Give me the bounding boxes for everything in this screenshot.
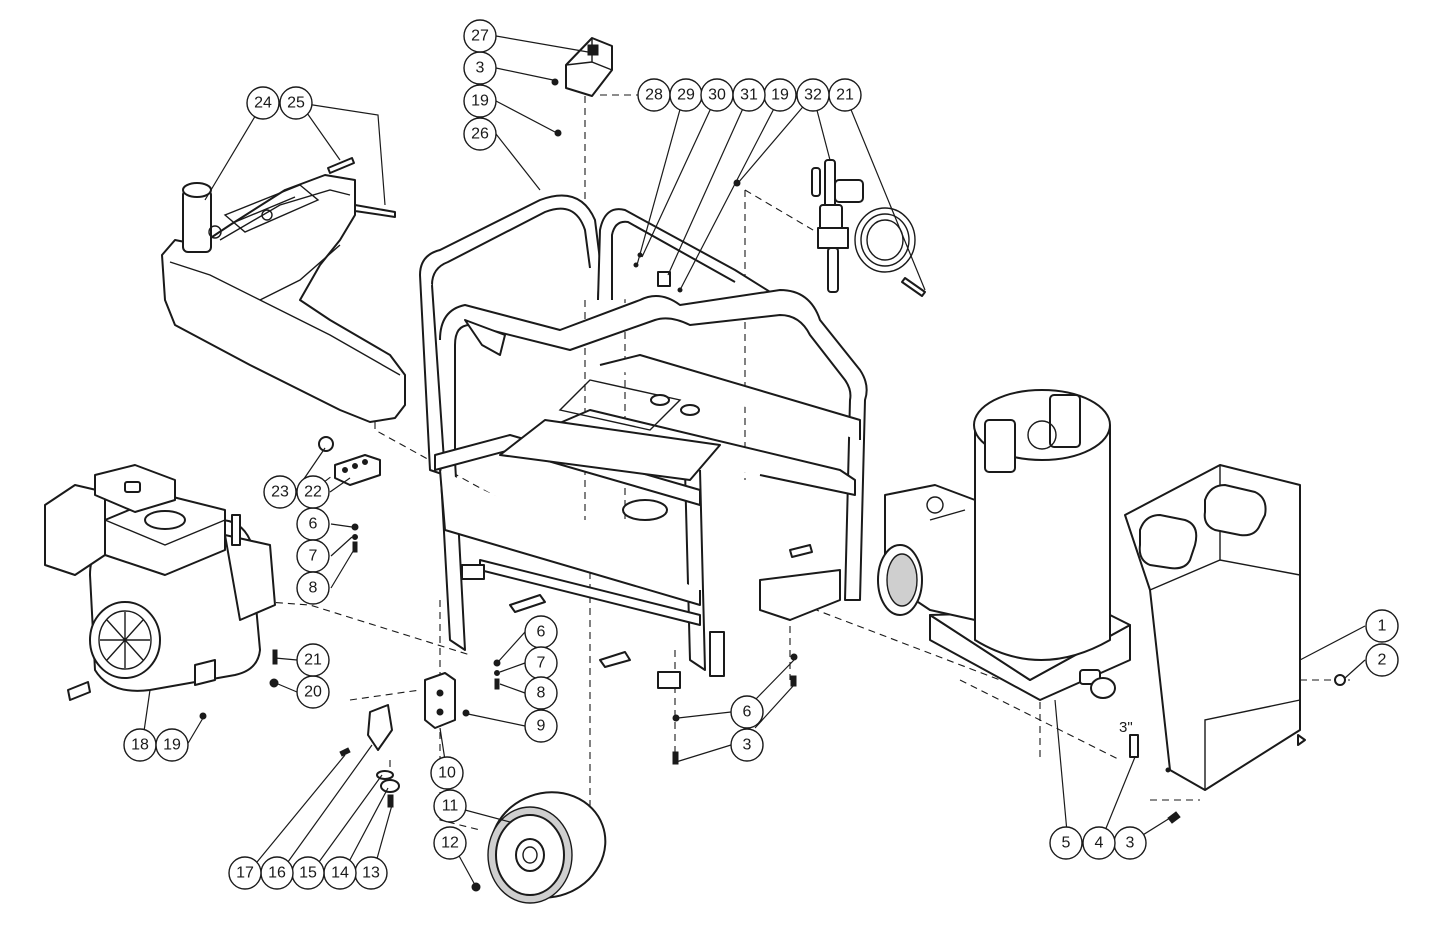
callout-3-frame: 3 bbox=[730, 728, 764, 762]
unloader-valve bbox=[811, 159, 926, 297]
callout-6-right: 6 bbox=[730, 695, 764, 729]
svg-text:8: 8 bbox=[537, 685, 546, 702]
svg-text:6: 6 bbox=[537, 624, 546, 641]
callout-20: 20 bbox=[296, 675, 330, 709]
svg-text:21: 21 bbox=[836, 87, 854, 104]
svg-text:30: 30 bbox=[708, 87, 726, 104]
callout-10: 10 bbox=[430, 756, 464, 790]
svg-text:24: 24 bbox=[254, 95, 272, 112]
svg-text:20: 20 bbox=[304, 684, 322, 701]
svg-text:14: 14 bbox=[331, 865, 349, 882]
callout-22: 22 bbox=[296, 475, 330, 509]
svg-text:7: 7 bbox=[309, 548, 318, 565]
svg-text:25: 25 bbox=[287, 95, 305, 112]
control-box bbox=[565, 37, 613, 97]
callout-2: 2 bbox=[1365, 643, 1399, 677]
svg-text:3: 3 bbox=[1126, 835, 1135, 852]
svg-text:1: 1 bbox=[1378, 618, 1387, 635]
callout-30: 30 bbox=[700, 78, 734, 112]
fuel-tank bbox=[161, 157, 406, 423]
svg-text:28: 28 bbox=[645, 87, 663, 104]
svg-text:21: 21 bbox=[304, 652, 322, 669]
svg-text:5: 5 bbox=[1062, 835, 1071, 852]
callout-5: 5 bbox=[1049, 826, 1083, 860]
svg-text:17: 17 bbox=[236, 865, 254, 882]
callout-6-mid: 6 bbox=[524, 615, 558, 649]
callout-1: 1 bbox=[1365, 609, 1399, 643]
callout-26: 26 bbox=[463, 117, 497, 151]
svg-text:13: 13 bbox=[362, 865, 380, 882]
svg-text:6: 6 bbox=[309, 516, 318, 533]
heater-shroud bbox=[1124, 464, 1306, 791]
svg-text:27: 27 bbox=[471, 28, 489, 45]
svg-text:19: 19 bbox=[163, 737, 181, 754]
svg-text:23: 23 bbox=[271, 484, 289, 501]
callout-17: 17 bbox=[228, 856, 262, 890]
callouts: 1 2 3 3 3 4 5 6 6 6 7 7 8 8 9 10 11 12 1… bbox=[123, 19, 1399, 890]
svg-text:18: 18 bbox=[131, 737, 149, 754]
svg-text:2: 2 bbox=[1378, 652, 1387, 669]
callout-29: 29 bbox=[669, 78, 703, 112]
callout-15: 15 bbox=[291, 856, 325, 890]
svg-text:6: 6 bbox=[743, 704, 752, 721]
svg-text:10: 10 bbox=[438, 765, 456, 782]
callout-3-top: 3 bbox=[463, 51, 497, 85]
svg-text:32: 32 bbox=[804, 87, 822, 104]
callout-8-mid: 8 bbox=[524, 676, 558, 710]
svg-text:16: 16 bbox=[268, 865, 286, 882]
callout-21-hose: 21 bbox=[828, 78, 862, 112]
callout-24: 24 bbox=[246, 86, 280, 120]
callout-32: 32 bbox=[796, 78, 830, 112]
dimension-label: 3" bbox=[1119, 719, 1133, 736]
svg-text:11: 11 bbox=[442, 798, 459, 815]
callout-25: 25 bbox=[279, 86, 313, 120]
svg-text:8: 8 bbox=[309, 580, 318, 597]
svg-text:7: 7 bbox=[537, 655, 546, 672]
callout-7-mid: 7 bbox=[524, 646, 558, 680]
callout-12: 12 bbox=[433, 826, 467, 860]
svg-text:19: 19 bbox=[471, 93, 489, 110]
svg-text:29: 29 bbox=[677, 87, 695, 104]
svg-text:3: 3 bbox=[743, 737, 752, 754]
callout-28: 28 bbox=[637, 78, 671, 112]
callout-13: 13 bbox=[354, 856, 388, 890]
callout-7-left: 7 bbox=[296, 539, 330, 573]
callout-4: 4 bbox=[1082, 826, 1116, 860]
svg-text:4: 4 bbox=[1095, 835, 1104, 852]
callout-11: 11 bbox=[433, 789, 467, 823]
heater-burner bbox=[877, 389, 1131, 701]
callout-21-engine: 21 bbox=[296, 643, 330, 677]
svg-text:31: 31 bbox=[740, 87, 758, 104]
wheel bbox=[487, 791, 607, 904]
svg-text:19: 19 bbox=[771, 87, 789, 104]
svg-text:22: 22 bbox=[304, 484, 322, 501]
svg-text:15: 15 bbox=[299, 865, 317, 882]
svg-text:12: 12 bbox=[441, 835, 459, 852]
callout-18: 18 bbox=[123, 728, 157, 762]
callout-27: 27 bbox=[463, 19, 497, 53]
callout-leader-lines bbox=[141, 35, 1366, 886]
callout-3-shroud: 3 bbox=[1113, 826, 1147, 860]
engine bbox=[44, 464, 276, 701]
callout-8-left: 8 bbox=[296, 571, 330, 605]
callout-16: 16 bbox=[260, 856, 294, 890]
svg-text:3: 3 bbox=[476, 60, 485, 77]
callout-23: 23 bbox=[263, 475, 297, 509]
svg-text:26: 26 bbox=[471, 126, 489, 143]
callout-9: 9 bbox=[524, 709, 558, 743]
callout-19-top: 19 bbox=[463, 84, 497, 118]
callout-19-engine: 19 bbox=[155, 728, 189, 762]
callout-6-left: 6 bbox=[296, 507, 330, 541]
frame bbox=[419, 179, 868, 689]
hardware-small-parts: 3" bbox=[199, 78, 1346, 892]
svg-text:9: 9 bbox=[537, 718, 546, 735]
callout-31: 31 bbox=[732, 78, 766, 112]
callout-19-frame: 19 bbox=[763, 78, 797, 112]
callout-14: 14 bbox=[323, 856, 357, 890]
